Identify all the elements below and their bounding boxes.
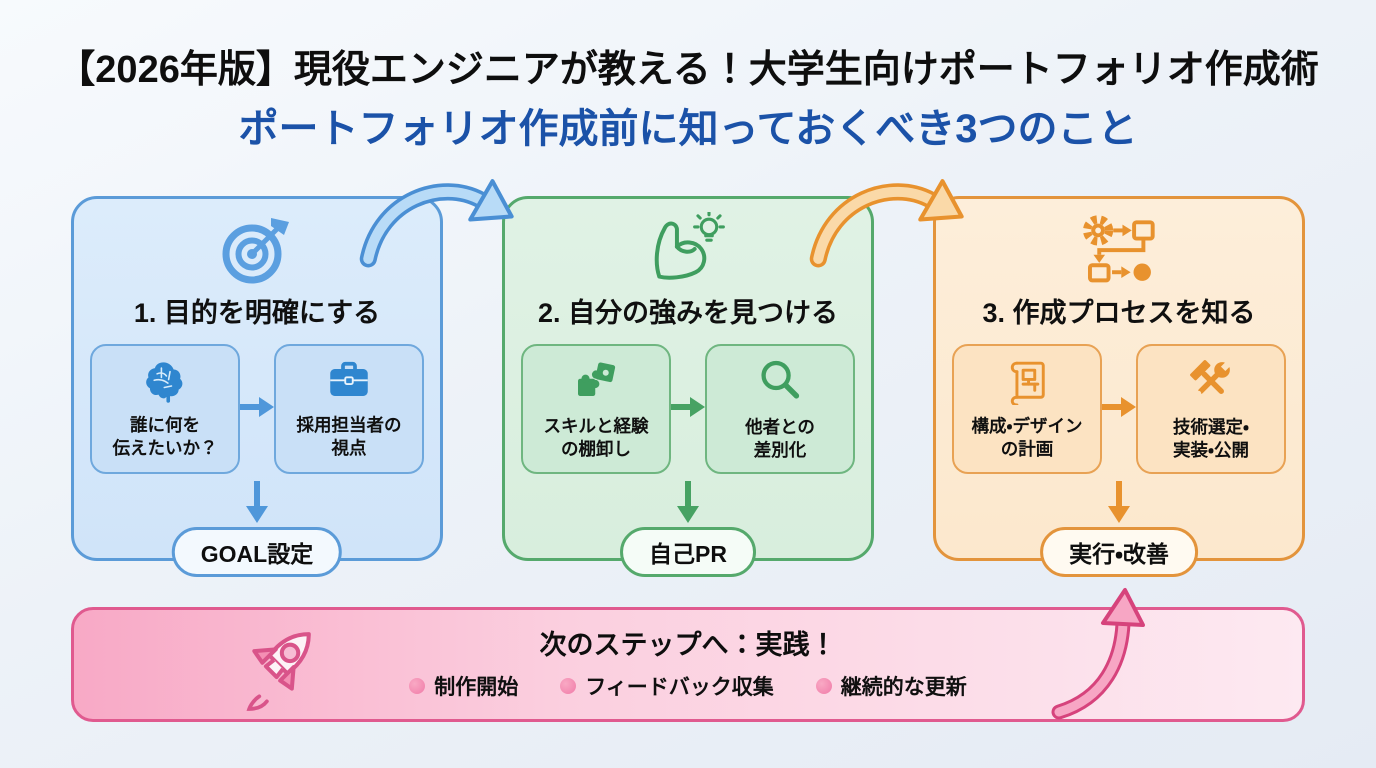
sub-box-label-line1: 技術選定・ [1173, 417, 1249, 438]
page-subtitle: ポートフォリオ作成前に知っておくべき3つのこと [238, 107, 1138, 151]
banner-title: 次のステップへ：実践！ [539, 630, 837, 660]
sub-box-row: 誰に何を 伝えたいか？ [74, 344, 440, 474]
step-card-purpose: 1. 目的を明確にする 誰に何 [71, 196, 443, 577]
process-flow-icon [1079, 209, 1159, 289]
sub-box-label-line2: 伝えたいか？ [112, 438, 218, 458]
sub-box-label-line1: 採用担当者の [296, 415, 402, 436]
sub-box-label-line1: 他者との [745, 417, 815, 438]
sub-box-label-line2: の計画 [1000, 439, 1054, 459]
puzzle-icon [572, 357, 620, 410]
sub-box-label-line2: 視点 [331, 438, 367, 458]
down-arrow-icon [244, 481, 270, 530]
right-arrow-icon [240, 395, 274, 424]
sub-box-audience: 誰に何を 伝えたいか？ [90, 344, 240, 474]
target-icon [219, 209, 295, 289]
rocket-icon [234, 618, 330, 719]
banner-bullets: 制作開始 フィードバック収集 継続的な更新 [74, 671, 1302, 701]
sub-box-label-line2: の棚卸し [561, 439, 631, 459]
next-step-banner: 次のステップへ：実践！ 制作開始 フィードバック収集 継続的な更新 [71, 607, 1305, 722]
right-arrow-icon [1102, 395, 1136, 424]
bullet-item: 継続的な更新 [815, 671, 967, 701]
bullet-dot-icon [815, 678, 832, 694]
magnifier-icon [755, 356, 805, 411]
bullet-dot-icon [560, 678, 577, 694]
bullet-dot-icon [409, 678, 426, 694]
sub-box-implementation: 技術選定・ 実装・公開 [1136, 344, 1286, 474]
sub-box-label-line2: 差別化 [753, 440, 807, 460]
bullet-label: フィードバック収集 [585, 676, 774, 699]
result-pill: 実行・改善 [1040, 527, 1198, 577]
strength-lightbulb-icon [646, 209, 730, 289]
right-arrow-icon [671, 395, 705, 424]
step-card-process: 3. 作成プロセスを知る [933, 196, 1305, 577]
briefcase-icon [325, 358, 373, 409]
sub-box-label-line1: 誰に何を [130, 415, 200, 436]
step-title: 1. 目的を明確にする [133, 298, 381, 328]
page-title: 【2026年版】現役エンジニアが教える！大学生向けポートフォリオ作成術 [57, 49, 1319, 91]
bullet-item: 制作開始 [409, 671, 518, 701]
curved-arrow-icon [802, 166, 982, 272]
blueprint-icon [1002, 357, 1052, 410]
curved-up-arrow-icon [1046, 584, 1158, 724]
bullet-label: 継続的な更新 [840, 676, 967, 699]
sub-box-design-plan: 構成・デザイン の計画 [952, 344, 1102, 474]
sub-box-row: 構成・デザイン の計画 [936, 344, 1302, 474]
result-pill: GOAL設定 [171, 527, 343, 577]
step-title: 3. 作成プロセスを知る [982, 298, 1256, 328]
down-arrow-icon [1106, 481, 1132, 530]
tools-icon [1186, 356, 1236, 411]
down-arrow-icon [675, 481, 701, 530]
bullet-item: フィードバック収集 [560, 671, 774, 701]
brain-icon [142, 358, 188, 409]
sub-box-recruiter: 採用担当者の 視点 [274, 344, 424, 474]
sub-box-label-line1: 構成・デザイン [971, 416, 1083, 437]
bullet-label: 制作開始 [434, 676, 519, 699]
sub-box-label-line1: スキルと経験 [543, 416, 649, 437]
sub-box-row: スキルと経験 の棚卸し 他者との 差 [505, 344, 871, 474]
sub-box-differentiation: 他者との 差別化 [705, 344, 855, 474]
sub-box-label-line2: 実装・公開 [1173, 440, 1249, 460]
result-pill: 自己PR [620, 527, 756, 577]
sub-box-skills: スキルと経験 の棚卸し [521, 344, 671, 474]
step-title: 2. 自分の強みを見つける [537, 298, 839, 328]
curved-arrow-icon [356, 166, 528, 272]
